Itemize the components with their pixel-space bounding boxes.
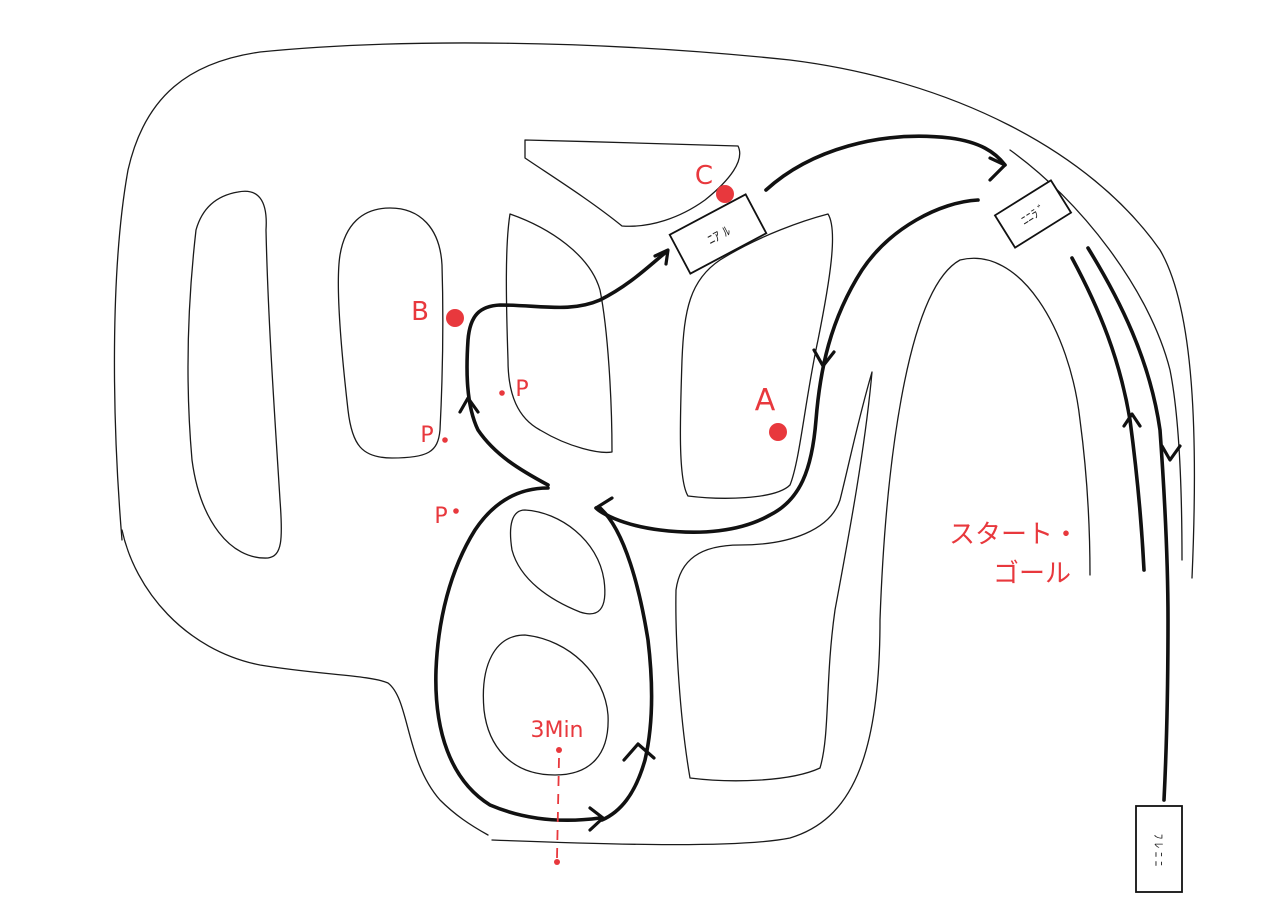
- arrow-to-box1: [653, 248, 670, 266]
- outer-boundary: [113, 42, 1196, 579]
- point-b-dot: [446, 309, 464, 327]
- parking-label-3: P: [434, 504, 447, 529]
- point-b-label: B: [411, 297, 429, 327]
- timer-label: 3Min: [530, 718, 583, 743]
- box-bottom-right-text: ﾌ ﾚ ﾆ ﾆ: [1152, 834, 1165, 867]
- upper-oval-island: [509, 509, 606, 615]
- start-goal-line2: ゴール: [993, 559, 1071, 589]
- route-inner-lower-loop: [598, 506, 654, 822]
- arrow-up-right-lower: [622, 742, 656, 762]
- arrow-up-right-road: [1122, 412, 1142, 428]
- route-right-down: [1086, 246, 1170, 802]
- box-bottom-right: ﾌ ﾚ ﾆ ﾆ: [1135, 805, 1183, 893]
- start-goal-line1: スタート・: [949, 520, 1079, 550]
- arrow-down-a: [812, 348, 836, 368]
- arrow-right-bottom: [588, 806, 605, 832]
- left-island: [187, 190, 282, 559]
- middle-island: [505, 213, 613, 454]
- b-island: [337, 207, 444, 459]
- timer-dot-top: [556, 747, 562, 753]
- point-c-dot: [716, 185, 734, 203]
- parking-dot-3: [453, 508, 459, 514]
- bottom-road-edge: [491, 257, 1091, 846]
- route-top-curve: [764, 134, 1007, 192]
- route-loop-b: [465, 251, 667, 487]
- arrow-top-right: [988, 156, 1007, 182]
- a-island: [679, 213, 834, 499]
- right-middle-island: [675, 371, 873, 782]
- route-right-up: [1070, 256, 1146, 572]
- route-right-to-a: [594, 198, 980, 534]
- inner-road-edge: [1009, 149, 1183, 561]
- arrow-up-left-b: [458, 396, 480, 414]
- arrow-left-bottom-a: [594, 496, 614, 520]
- parking-label-1: P: [515, 377, 528, 402]
- parking-dot-2: [442, 437, 448, 443]
- top-triangle-island: [524, 139, 741, 227]
- point-a-dot: [769, 423, 787, 441]
- box-top-right: ﾆﾆﾗ ﾞ: [993, 179, 1073, 249]
- lower-oval-island: [482, 634, 609, 776]
- arrow-down-right-road: [1160, 444, 1182, 462]
- parking-label-2: P: [420, 423, 433, 448]
- parking-dot-1: [499, 390, 505, 396]
- point-a-label: A: [755, 383, 776, 418]
- box-near-c: ﾆｱ ﾙ: [668, 193, 768, 275]
- route-outer-lower-loop: [434, 486, 602, 822]
- outer-boundary-lower: [121, 529, 489, 836]
- timer-dot-bottom: [554, 859, 560, 865]
- point-c-label: C: [695, 161, 713, 191]
